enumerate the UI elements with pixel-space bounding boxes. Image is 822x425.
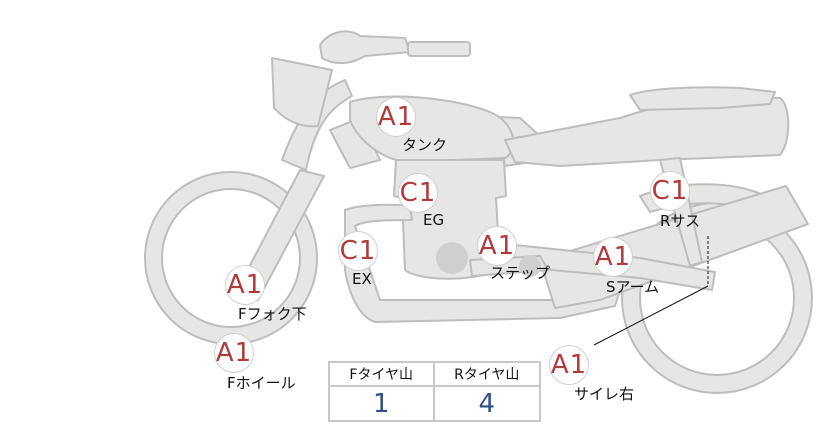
muffler [539, 185, 809, 309]
label-front-fork-lower: Fフォク下 [238, 305, 307, 323]
marker-front-wheel[interactable]: A1 [214, 333, 254, 373]
rear-tire-header: Rタイヤ山 [434, 363, 539, 387]
grade-badge: A1 [478, 231, 516, 261]
label-engine: EG [423, 211, 445, 229]
label-rear-suspension: Rサス [660, 212, 701, 230]
rear-tire-value: 4 [478, 388, 496, 419]
grade-badge: C1 [651, 176, 689, 206]
handlebar [319, 30, 411, 64]
grade-badge: A1 [377, 102, 415, 132]
label-front-wheel: Fホイール [227, 374, 296, 392]
marker-front-fork-lower[interactable]: A1 [225, 265, 265, 305]
label-step: ステップ [490, 264, 551, 282]
grade-badge: A1 [550, 350, 588, 380]
grade-badge: A1 [594, 242, 632, 272]
grade-badge: A1 [215, 338, 253, 368]
marker-exhaust[interactable]: C1 [338, 231, 378, 271]
tire-tread-table: Fタイヤ山 Rタイヤ山 1 4 [328, 361, 541, 422]
marker-step[interactable]: A1 [477, 226, 517, 266]
front-tire-value: 1 [330, 387, 435, 420]
grade-badge: A1 [226, 270, 264, 300]
marker-rear-suspension[interactable]: C1 [650, 171, 690, 211]
marker-tank[interactable]: A1 [376, 97, 416, 137]
label-exhaust: EX [352, 270, 372, 288]
marker-engine[interactable]: C1 [398, 173, 438, 213]
front-tire-header: Fタイヤ山 [330, 363, 435, 387]
label-tank: タンク [402, 136, 448, 154]
headlight [271, 57, 333, 128]
front-wheel [144, 171, 318, 345]
grade-badge: C1 [339, 236, 377, 266]
marker-silencer-right[interactable]: A1 [549, 345, 589, 385]
grade-badge: C1 [399, 178, 437, 208]
marker-swing-arm[interactable]: A1 [593, 237, 633, 277]
label-silencer-right: サイレ右 [574, 385, 635, 403]
label-swing-arm: Sアーム [606, 278, 660, 296]
